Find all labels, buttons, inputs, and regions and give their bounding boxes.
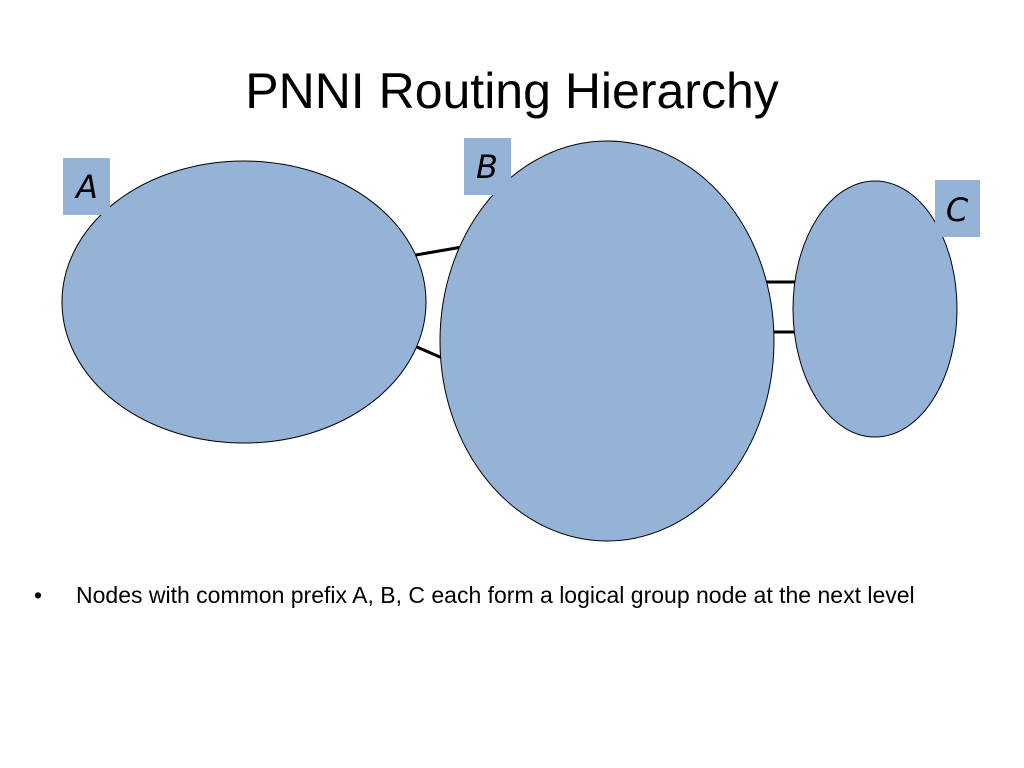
bullet-glyph: • <box>34 582 43 608</box>
bullet-list: • Nodes with common prefix A, B, C each … <box>34 578 994 612</box>
group-label-b: B <box>464 138 511 195</box>
bullet-text: Nodes with common prefix A, B, C each fo… <box>76 582 915 608</box>
slide-title: PNNI Routing Hierarchy <box>245 63 779 119</box>
bullet-item: • Nodes with common prefix A, B, C each … <box>34 578 994 612</box>
group-node-b <box>439 140 775 542</box>
svg-text:C: C <box>946 191 969 229</box>
group-node-a <box>61 160 427 444</box>
link-a-b-upper <box>409 244 469 258</box>
svg-text:B: B <box>476 148 498 186</box>
hierarchy-diagram: A B C <box>61 138 980 542</box>
svg-text:A: A <box>74 168 98 206</box>
group-node-c <box>792 180 958 438</box>
group-label-a: A <box>63 158 110 215</box>
group-label-c: C <box>935 180 980 237</box>
